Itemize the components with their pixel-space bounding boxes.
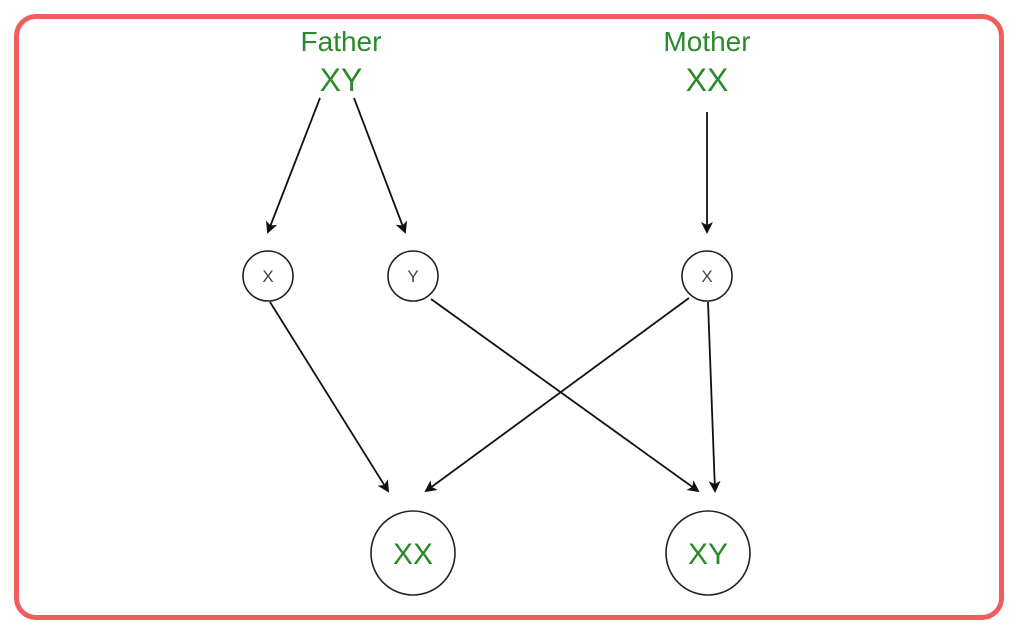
- father-genotype: XY: [320, 62, 363, 98]
- gamete-mother-x-label: X: [701, 267, 712, 286]
- offspring-male-label: XY: [688, 538, 728, 571]
- diagram-frame: [14, 14, 1004, 620]
- arrow-father-to-y: [353, 97, 408, 234]
- gamete-father-x-label: X: [262, 267, 273, 286]
- offspring-male: XY: [665, 510, 751, 596]
- gamete-father-y: Y: [387, 250, 439, 302]
- offspring-female-label: XX: [393, 538, 433, 571]
- gamete-father-x: X: [242, 250, 294, 302]
- offspring-female: XX: [370, 510, 456, 596]
- mother-label: Mother: [663, 26, 750, 57]
- father-label: Father: [301, 26, 382, 57]
- arrow-father-x-to-xx: [269, 301, 390, 493]
- gamete-father-y-label: Y: [407, 267, 418, 286]
- mother-genotype: XX: [686, 62, 729, 98]
- arrow-mother-x-to-xy: [707, 301, 721, 493]
- arrow-mother-x-to-xx: [424, 297, 690, 493]
- gamete-mother-x: X: [681, 250, 733, 302]
- arrow-father-to-x: [266, 97, 321, 234]
- arrow-father-y-to-xy: [430, 298, 700, 493]
